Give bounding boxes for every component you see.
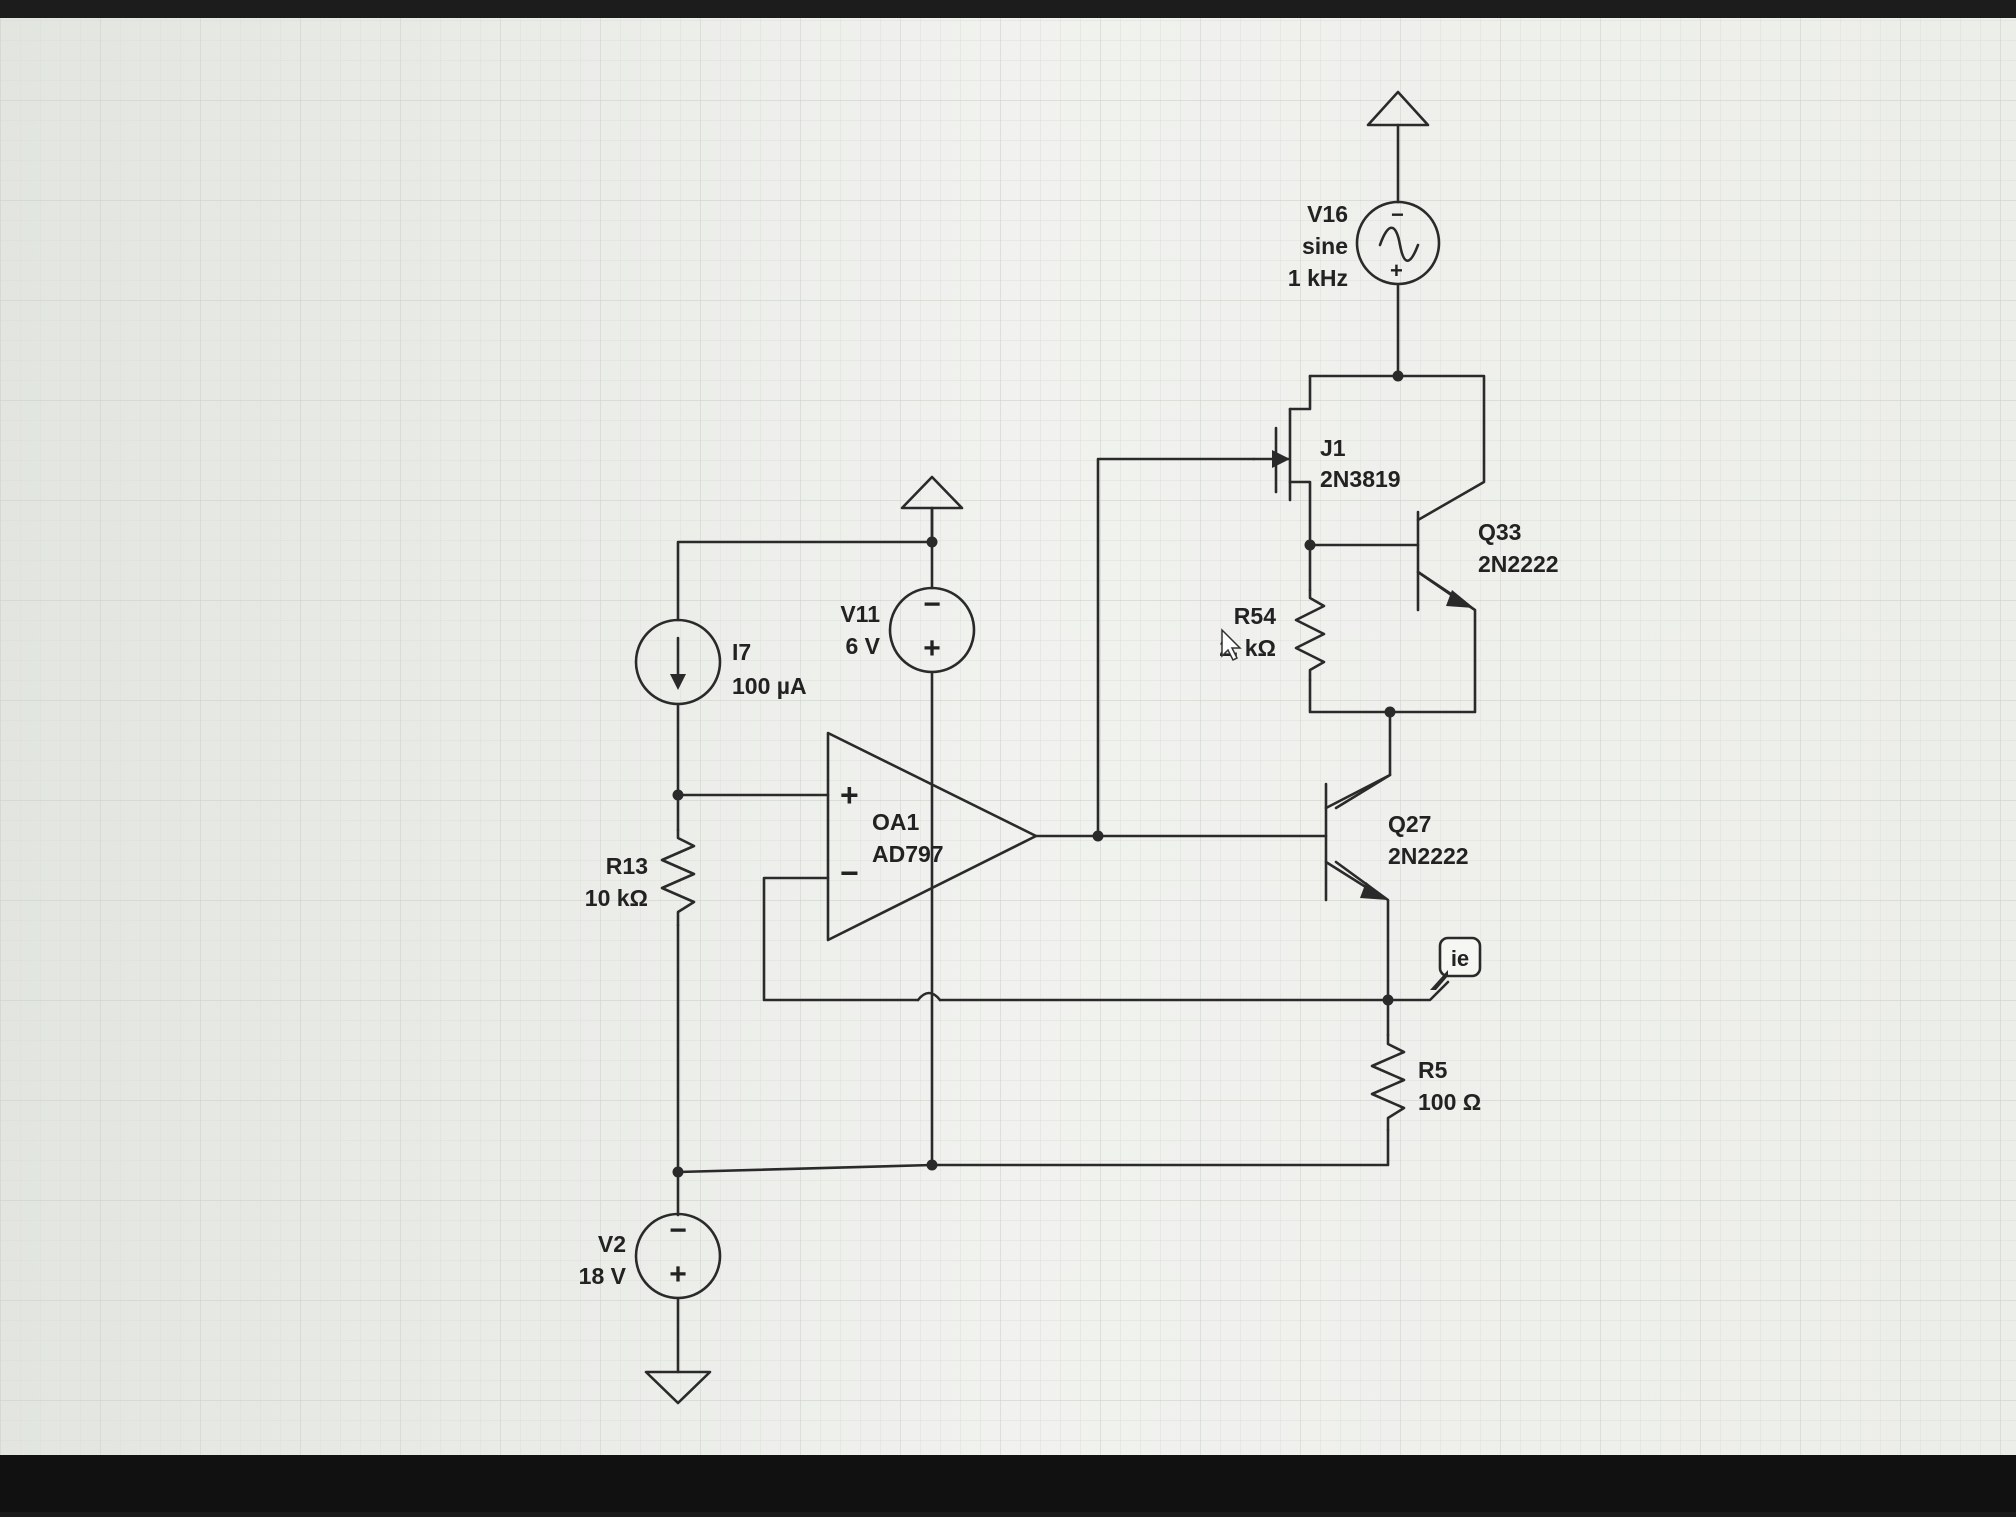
i7-current-source[interactable] [634, 618, 722, 706]
v16-sine-source[interactable]: + − [1355, 200, 1441, 286]
opamp-minus-pin: − [840, 855, 859, 891]
oa1-opamp[interactable]: + − [826, 731, 1038, 942]
grid-lines [0, 18, 2016, 1455]
v2-dc-source[interactable]: − + [634, 1212, 722, 1300]
v11-value-label: 6 V [845, 633, 880, 659]
oa1-name-label: OA1 [872, 809, 920, 835]
sine-wave-icon [1378, 226, 1420, 263]
power-icon-v11[interactable] [900, 475, 964, 544]
monitor-bezel-bottom [0, 1455, 2016, 1512]
q27-name-label: Q27 [1388, 811, 1431, 837]
v2-plus-pin: + [669, 1258, 687, 1291]
r13-resistor[interactable] [660, 828, 696, 927]
r5-value-label: 100 Ω [1418, 1089, 1481, 1115]
j1-name-label: J1 [1320, 435, 1346, 461]
v11-name-label: V11 [840, 601, 880, 627]
v16-name-label: V16 [1307, 201, 1348, 227]
r13-value-label: 10 kΩ [585, 885, 648, 911]
opamp-plus-pin: + [840, 777, 859, 813]
v2-value-label: 18 V [579, 1263, 627, 1289]
monitor-bezel-top [0, 0, 2016, 18]
v11-dc-source[interactable]: − + [888, 586, 976, 674]
q27-transistor[interactable] [1324, 773, 1392, 902]
oa1-part-label: AD797 [872, 841, 944, 867]
r54-name-label: R54 [1234, 603, 1276, 629]
r13-name-label: R13 [606, 853, 648, 879]
v16-value-label: 1 kHz [1288, 265, 1348, 291]
ground-icon[interactable] [644, 1370, 712, 1405]
r5-name-label: R5 [1418, 1057, 1448, 1083]
v16-type-label: sine [1302, 233, 1348, 259]
v16-minus-pin: − [1391, 202, 1404, 227]
q33-transistor[interactable] [1416, 510, 1474, 612]
j1-part-label: 2N3819 [1320, 466, 1401, 492]
v11-plus-pin: + [923, 632, 941, 665]
v2-name-label: V2 [598, 1231, 626, 1257]
r5-resistor[interactable] [1370, 1033, 1406, 1132]
mouse-cursor-icon [1221, 628, 1242, 662]
i7-name-label: I7 [732, 639, 751, 665]
r54-resistor[interactable] [1294, 588, 1326, 682]
q27-part-label: 2N2222 [1388, 843, 1469, 869]
v11-minus-pin: − [923, 588, 941, 621]
power-icon-top[interactable] [1366, 90, 1430, 127]
j1-jfet[interactable] [1252, 407, 1292, 502]
i7-value-label: 100 µA [732, 673, 807, 699]
q33-part-label: 2N2222 [1478, 551, 1559, 577]
q33-name-label: Q33 [1478, 519, 1521, 545]
junction-dots [672, 370, 1404, 1178]
ie-probe-label: ie [1451, 946, 1469, 971]
v16-plus-pin: + [1390, 258, 1403, 283]
v2-minus-pin: − [669, 1214, 687, 1247]
ie-net-label-probe[interactable]: ie [1430, 936, 1482, 990]
